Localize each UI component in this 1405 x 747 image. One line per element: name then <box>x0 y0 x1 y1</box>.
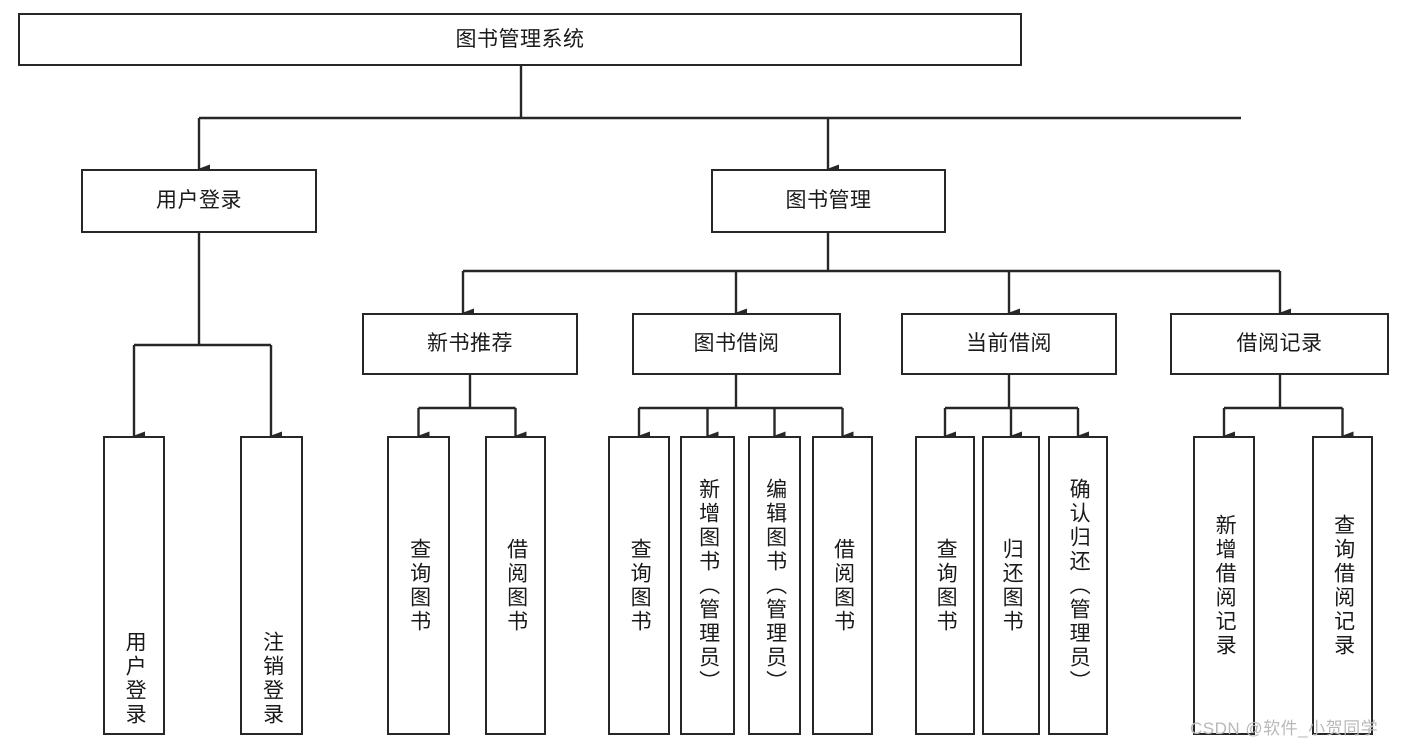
node-leaf-borrow-book-1[interactable]: 借阅图书 <box>485 436 546 735</box>
node-leaf-return-book-label: 归还图书 <box>1000 537 1024 634</box>
arrow-group <box>132 118 1354 441</box>
node-root[interactable]: 图书管理系统 <box>18 13 1022 66</box>
node-leaf-borrow-book-1-label: 借阅图书 <box>504 537 528 634</box>
node-leaf-query-record-label: 查询借阅记录 <box>1331 513 1355 658</box>
node-leaf-logout[interactable]: 注销登录 <box>240 436 303 735</box>
node-leaf-query-book-1-label: 查询图书 <box>407 537 431 634</box>
node-user-login-label: 用户登录 <box>156 189 242 213</box>
node-new-book-rec-label: 新书推荐 <box>427 332 513 356</box>
node-book-manage[interactable]: 图书管理 <box>711 169 946 233</box>
node-new-book-rec[interactable]: 新书推荐 <box>362 313 578 375</box>
node-leaf-confirm-return-label: 确认归还（管理员） <box>1067 477 1091 694</box>
node-leaf-borrow-book-2-label: 借阅图书 <box>831 537 855 634</box>
node-leaf-add-book-label: 新增图书（管理员） <box>696 477 720 694</box>
node-leaf-query-record[interactable]: 查询借阅记录 <box>1312 436 1373 735</box>
node-leaf-add-book[interactable]: 新增图书（管理员） <box>680 436 735 735</box>
csdn-watermark: CSDN @软件_小贺同学 <box>1190 719 1379 738</box>
node-leaf-edit-book[interactable]: 编辑图书（管理员） <box>748 436 801 735</box>
node-current-borrow[interactable]: 当前借阅 <box>901 313 1117 375</box>
node-leaf-user-login[interactable]: 用户登录 <box>103 436 165 735</box>
node-book-borrow[interactable]: 图书借阅 <box>632 313 841 375</box>
node-borrow-record-label: 借阅记录 <box>1236 332 1323 356</box>
node-leaf-query-book-2[interactable]: 查询图书 <box>608 436 670 735</box>
node-current-borrow-label: 当前借阅 <box>966 332 1052 356</box>
node-leaf-add-record-label: 新增借阅记录 <box>1213 513 1237 658</box>
node-leaf-logout-label: 注销登录 <box>260 631 284 727</box>
node-book-manage-label: 图书管理 <box>785 189 872 213</box>
node-leaf-edit-book-label: 编辑图书（管理员） <box>763 477 787 694</box>
node-book-borrow-label: 图书借阅 <box>693 332 780 356</box>
node-root-label: 图书管理系统 <box>455 27 585 51</box>
node-leaf-add-record[interactable]: 新增借阅记录 <box>1193 436 1255 735</box>
node-leaf-query-book-1[interactable]: 查询图书 <box>387 436 450 735</box>
node-leaf-confirm-return[interactable]: 确认归还（管理员） <box>1048 436 1108 735</box>
node-leaf-user-login-label: 用户登录 <box>123 631 147 727</box>
node-user-login[interactable]: 用户登录 <box>81 169 317 233</box>
node-borrow-record[interactable]: 借阅记录 <box>1170 313 1389 375</box>
node-leaf-query-book-3-label: 查询图书 <box>934 537 958 634</box>
node-leaf-query-book-3[interactable]: 查询图书 <box>915 436 975 735</box>
node-leaf-borrow-book-2[interactable]: 借阅图书 <box>812 436 873 735</box>
node-leaf-query-book-2-label: 查询图书 <box>628 537 652 634</box>
node-leaf-return-book[interactable]: 归还图书 <box>982 436 1040 735</box>
